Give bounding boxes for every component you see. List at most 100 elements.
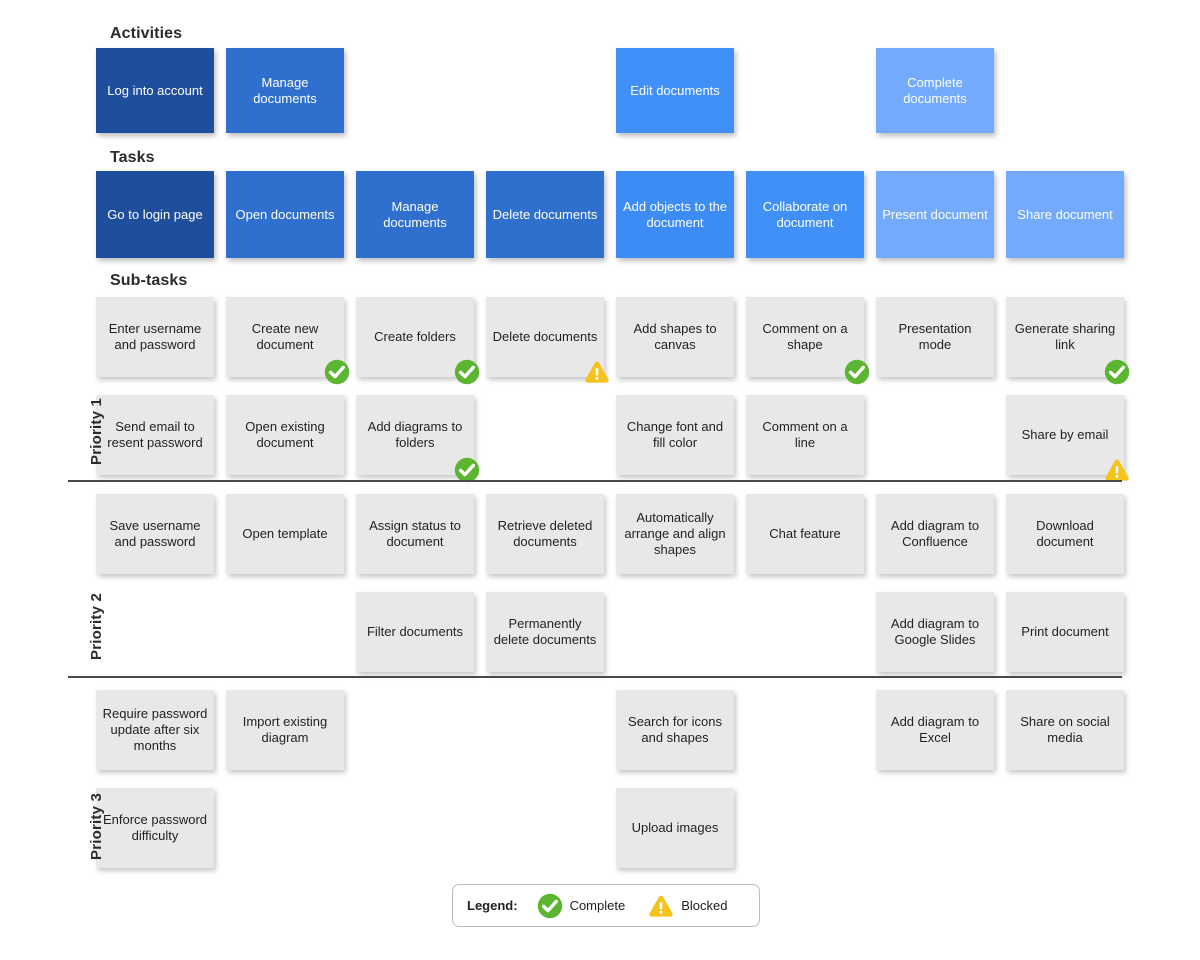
activity-card[interactable]: Log into account [96, 48, 214, 133]
task-card[interactable]: Delete documents [486, 171, 604, 258]
task-card[interactable]: Open documents [226, 171, 344, 258]
card-label: Create new document [251, 321, 319, 352]
subtask-card[interactable]: Permanently delete documents [486, 592, 604, 672]
legend-box: Legend: Complete Blocked [452, 884, 760, 927]
task-card[interactable]: Present document [876, 171, 994, 258]
card-label: Manage documents [383, 198, 447, 230]
card-label: Automatically arrange and align shapes [624, 510, 726, 557]
card-label: Add diagram to Excel [890, 714, 980, 745]
subtask-card[interactable]: Send email to resent password [96, 395, 214, 475]
card-label: Edit documents [630, 82, 720, 98]
subtask-card[interactable]: Share on social media [1006, 690, 1124, 770]
subtask-card[interactable]: Create folders [356, 297, 480, 385]
section-title-subtasks: Sub-tasks [110, 272, 188, 289]
activity-card[interactable]: Edit documents [616, 48, 734, 133]
subtask-card[interactable]: Add diagram to Excel [876, 690, 994, 770]
card-label: Enforce password difficulty [102, 812, 208, 843]
task-card[interactable]: Add objects to the document [616, 171, 734, 258]
card-label: Add diagrams to folders [367, 419, 463, 450]
subtask-card[interactable]: Enter username and password [96, 297, 214, 377]
card-label: Delete documents [492, 206, 598, 222]
card-label: Presentation mode [898, 321, 972, 352]
subtask-card[interactable]: Delete documents [486, 297, 609, 383]
check-circle-icon [324, 359, 350, 385]
legend-entry-label: Blocked [681, 898, 728, 913]
card-label: Log into account [107, 82, 203, 98]
card-label: Complete documents [903, 74, 967, 106]
activity-card[interactable]: Manage documents [226, 48, 344, 133]
priority-divider-1 [68, 480, 1122, 482]
task-card[interactable]: Collaborate on document [746, 171, 864, 258]
legend-entry-label: Complete [569, 898, 626, 913]
subtask-card[interactable]: Automatically arrange and align shapes [616, 494, 734, 574]
check-circle-icon [454, 359, 480, 385]
card-label: Open template [242, 526, 328, 542]
subtask-card[interactable]: Comment on a shape [746, 297, 870, 385]
card-label: Add shapes to canvas [633, 321, 717, 352]
card-label: Import existing diagram [242, 714, 328, 745]
card-label: Require password update after six months [102, 706, 208, 753]
card-label: Comment on a shape [762, 321, 848, 352]
card-label: Filter documents [366, 624, 464, 640]
card-label: Comment on a line [762, 419, 848, 450]
card-label: Search for icons and shapes [628, 714, 722, 745]
subtask-card[interactable]: Add diagrams to folders [356, 395, 480, 483]
check-circle-icon [844, 359, 870, 385]
subtask-card[interactable]: Filter documents [356, 592, 474, 672]
subtask-card[interactable]: Generate sharing link [1006, 297, 1130, 385]
legend-title: Legend: [467, 898, 518, 913]
subtask-card[interactable]: Retrieve deleted documents [486, 494, 604, 574]
activity-card[interactable]: Complete documents [876, 48, 994, 133]
priority-label-3: Priority 3 [88, 792, 105, 860]
card-label: Share document [1017, 206, 1113, 222]
subtask-card[interactable]: Enforce password difficulty [96, 788, 214, 868]
subtask-card[interactable]: Create new document [226, 297, 350, 385]
task-card[interactable]: Share document [1006, 171, 1124, 258]
legend-entry-complete: Complete [537, 893, 626, 919]
section-title-activities: Activities [110, 25, 183, 42]
subtask-card[interactable]: Open template [226, 494, 344, 574]
card-label: Permanently delete documents [493, 616, 597, 647]
warning-triangle-icon [648, 893, 674, 919]
subtask-card[interactable]: Download document [1006, 494, 1124, 574]
card-label: Go to login page [107, 206, 203, 222]
card-label: Generate sharing link [1014, 321, 1116, 352]
subtask-card[interactable]: Change font and fill color [616, 395, 734, 475]
subtask-card[interactable]: Add shapes to canvas [616, 297, 734, 377]
subtask-card[interactable]: Add diagram to Confluence [876, 494, 994, 574]
subtask-card[interactable]: Add diagram to Google Slides [876, 592, 994, 672]
card-label: Present document [882, 206, 988, 222]
card-label: Share on social media [1020, 714, 1110, 745]
subtask-card[interactable]: Assign status to document [356, 494, 474, 574]
card-label: Retrieve deleted documents [497, 518, 593, 549]
subtask-card[interactable]: Search for icons and shapes [616, 690, 734, 770]
card-label: Save username and password [109, 518, 201, 549]
check-circle-icon [1104, 359, 1130, 385]
warning-triangle-icon [584, 359, 610, 385]
subtask-card[interactable]: Require password update after six months [96, 690, 214, 770]
subtask-card[interactable]: Open existing document [226, 395, 344, 475]
task-card[interactable]: Manage documents [356, 171, 474, 258]
section-title-tasks: Tasks [110, 149, 155, 166]
subtask-card[interactable]: Import existing diagram [226, 690, 344, 770]
card-label: Open existing document [245, 419, 325, 450]
task-card[interactable]: Go to login page [96, 171, 214, 258]
subtask-card[interactable]: Share by email [1006, 395, 1129, 481]
legend-entry-blocked: Blocked [648, 893, 727, 919]
card-label: Assign status to document [369, 518, 461, 549]
card-label: Print document [1021, 624, 1109, 640]
subtask-card[interactable]: Comment on a line [746, 395, 864, 475]
card-label: Download document [1036, 518, 1094, 549]
priority-label-1: Priority 1 [88, 397, 105, 465]
subtask-card[interactable]: Print document [1006, 592, 1124, 672]
card-label: Chat feature [769, 526, 841, 542]
card-label: Open documents [235, 206, 335, 222]
subtask-card[interactable]: Upload images [616, 788, 734, 868]
subtask-card[interactable]: Save username and password [96, 494, 214, 574]
card-label: Collaborate on document [762, 198, 848, 230]
priority-divider-2 [68, 676, 1122, 678]
card-label: Send email to resent password [107, 419, 203, 450]
subtask-card[interactable]: Presentation mode [876, 297, 994, 377]
subtask-card[interactable]: Chat feature [746, 494, 864, 574]
